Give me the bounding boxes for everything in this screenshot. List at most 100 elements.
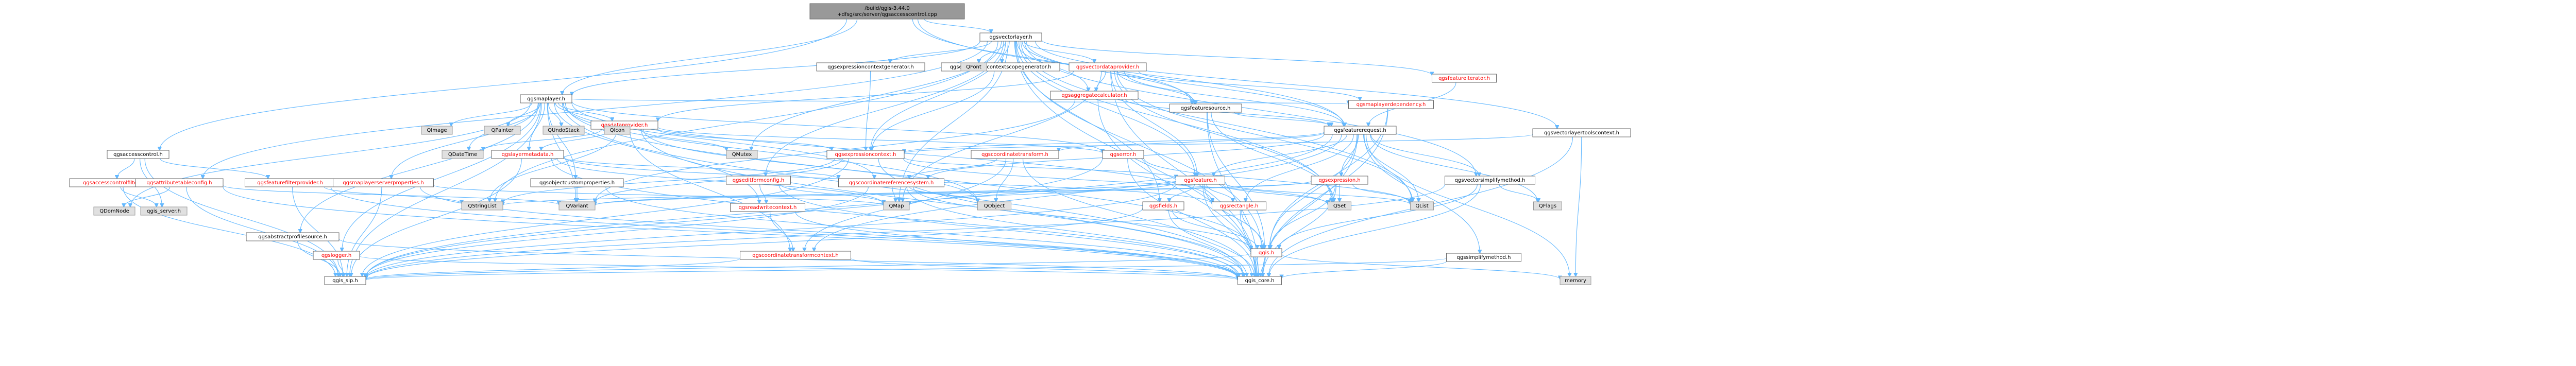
node-box	[1446, 253, 1521, 262]
node-box	[1348, 100, 1434, 109]
edge-qgscoordinatereferencesystem_h-to-QMap	[892, 186, 895, 202]
edge-qgsfeaturerequest_h-to-qgssimplifymethod_h	[1364, 134, 1480, 253]
edge-qgsvectorlayer_h-to-qgsvectorlayertoolscontext_h	[1035, 41, 1557, 129]
node-box	[977, 201, 1011, 211]
edge-qgis_h-to-qgis_core_h	[1261, 256, 1266, 276]
node-qgslayermetadata-h[interactable]: qgslayermetadata.h	[491, 150, 564, 159]
edge-qgsvectorlayer_h-to-qgsfeatureiterator_h	[1041, 40, 1432, 76]
edge-qgssimplifymethod_h-to-qgis_core_h	[1282, 260, 1447, 278]
edge-qgsobjectcustomproperties_h-to-qgis_core_h	[605, 186, 1238, 277]
node-box	[726, 150, 758, 159]
edge-qgsexpressioncontext_h-to-QStringList	[503, 158, 836, 203]
edge-root-to-qgsaccesscontrol_h	[160, 19, 848, 150]
node-qgsaccesscontrol-h[interactable]: qgsaccesscontrol.h	[107, 150, 170, 159]
node-qgscoordinatetransformcontext-h[interactable]: qgscoordinatetransformcontext.h	[740, 251, 851, 260]
edge-qgsfeaturerequest_h-to-qgsexpressioncontext_h	[904, 131, 1325, 152]
node-qgserror-h[interactable]: qgserror.h	[1102, 150, 1144, 159]
node-label: memory	[1565, 278, 1586, 284]
edge-qgsmaplayerserverproperties_h-to-QMap	[433, 184, 884, 205]
edge-qgsfeature_h-to-qgis_sip_h	[366, 183, 1177, 278]
edge-qgsmaplayer_h-to-qgscoordinatereferencesystem_h	[563, 102, 874, 179]
node-QMap: QMap	[883, 201, 910, 211]
node-qgsaggregatecalculator-h[interactable]: qgsaggregatecalculator.h	[1050, 91, 1139, 100]
node-qgsmaplayer-h[interactable]: qgsmaplayer.h	[520, 94, 572, 103]
edge-qgsvectorlayer_h-to-qgsexpressioncontextscopegenerator_h	[1002, 41, 1010, 63]
node-box	[740, 251, 851, 260]
node-qgsvectordataprovider-h[interactable]: qgsvectordataprovider.h	[1069, 62, 1147, 72]
edge-qgsmaplayerserverproperties_h-to-qgis_core_h	[420, 186, 1238, 278]
node-label: qgsmaplayerdependency.h	[1357, 102, 1426, 108]
node-qgsvectorlayertoolscontext-h[interactable]: qgsvectorlayertoolscontext.h	[1532, 128, 1631, 137]
node-box	[1445, 176, 1535, 185]
edge-root-to-qgsvectorlayer_h	[924, 19, 991, 33]
edge-qgserror_h-to-qgis_sip_h	[366, 158, 1103, 277]
node-qgsfields-h[interactable]: qgsfields.h	[1142, 201, 1184, 211]
node-qgscoordinatereferencesystem-h[interactable]: qgscoordinatereferencesystem.h	[838, 178, 944, 187]
node-qgssimplifymethod-h[interactable]: qgssimplifymethod.h	[1446, 253, 1521, 262]
node-label: QMap	[889, 203, 904, 209]
node-box	[1533, 201, 1562, 211]
node-qgsexpressioncontextgenerator-h[interactable]: qgsexpressioncontextgenerator.h	[816, 62, 925, 72]
node-label: QImage	[427, 128, 447, 133]
node-QFlags: QFlags	[1533, 201, 1562, 211]
edge-qgsvectorlayer_h-to-qgsvectordataprovider_h	[1024, 41, 1094, 63]
node-qgsattributetableconfig-h[interactable]: qgsattributetableconfig.h	[135, 178, 224, 187]
node-root[interactable]: /build/qgis-3.44.0+dfsg/src/server/qgsac…	[809, 3, 965, 20]
node-qgsexpression-h[interactable]: qgsexpression.h	[1311, 176, 1368, 185]
edge-qgsrectangle_h-to-qgis_core_h	[1240, 210, 1259, 276]
node-qgis-sip-h[interactable]: qgis_sip.h	[324, 276, 366, 285]
node-box	[1169, 103, 1242, 113]
edge-qgsfields_h-to-qgis_core_h	[1168, 210, 1254, 276]
edge-qgsvectorlayer_h-to-qgsfeaturerequest_h	[1026, 41, 1345, 126]
edge-qgscoordinatereferencesystem_h-to-qgis_core_h	[906, 186, 1244, 276]
node-qgis-h[interactable]: qgis.h	[1250, 248, 1282, 257]
edge-qgsdataprovider_h-to-qgscoordinatetransformcontext_h	[629, 129, 790, 251]
node-qgsfeaturesource-h[interactable]: qgsfeaturesource.h	[1169, 103, 1242, 113]
node-qgsfeatureiterator-h[interactable]: qgsfeatureiterator.h	[1432, 74, 1497, 83]
edge-qgsmaplayer_h-to-qgis_sip_h	[350, 102, 542, 276]
node-box	[93, 206, 135, 216]
edge-qgsvectorlayertoolscontext_h-to-memory	[1575, 136, 1582, 276]
edge-qgsfeaturerequest_h-to-qgis_h	[1269, 134, 1358, 249]
edge-qgsvectorlayertoolscontext_h-to-qgsexpressioncontext_h	[904, 134, 1533, 153]
edge-qgsexpressioncontext_h-to-QSet	[903, 158, 1328, 205]
node-qgsrectangle-h[interactable]: qgsrectangle.h	[1212, 201, 1266, 211]
node-qgsexpressioncontext-h[interactable]: qgsexpressioncontext.h	[826, 150, 905, 159]
node-qgseditformconfig-h[interactable]: qgseditformconfig.h	[726, 176, 791, 185]
node-qgsexpressioncontextscopegenerator-h[interactable]: qgsexpressioncontextscopegenerator.h	[941, 62, 1060, 72]
edge-qgsvectorsimplifymethod_h-to-qgis_core_h	[1269, 184, 1481, 276]
edge-qgsfeature_h-to-qgsfields_h	[1170, 184, 1195, 202]
node-qgsreadwritecontext-h[interactable]: qgsreadwritecontext.h	[730, 203, 805, 212]
node-label: QSet	[1333, 203, 1346, 209]
node-qgscoordinatetransform-h[interactable]: qgscoordinatetransform.h	[971, 150, 1059, 159]
node-qgis-core-h[interactable]: qgis_core.h	[1238, 276, 1282, 285]
edge-qgsvectordataprovider_h-to-QList	[1116, 71, 1413, 202]
node-box	[1102, 150, 1144, 159]
node-qgslogger-h[interactable]: qgslogger.h	[313, 251, 360, 260]
edge-qgsaccesscontrol_h-to-qgsaccesscontrolfilter_h	[117, 158, 135, 179]
node-box	[604, 126, 631, 135]
node-qgsfeature-h[interactable]: qgsfeature.h	[1176, 176, 1225, 185]
node-label: qgsmaplayerserverproperties.h	[343, 180, 423, 186]
edge-qgsvectorlayer_h-to-QStringList	[495, 41, 998, 202]
node-qgsmaplayerserverproperties-h[interactable]: qgsmaplayerserverproperties.h	[333, 178, 434, 187]
node-qgsvectorlayer-h[interactable]: qgsvectorlayer.h	[979, 32, 1042, 42]
node-label: QList	[1415, 203, 1428, 209]
edge-qgsvectorlayer_h-to-qgsfeaturesource_h	[1022, 41, 1194, 104]
edge-qgsmaplayer_h-to-qgis_core_h	[562, 102, 1243, 276]
edge-qgsaggregatecalculator_h-to-qgis_core_h	[1097, 99, 1256, 276]
edge-qgsexpression_h-to-qgis_core_h	[1263, 184, 1337, 276]
edge-qgsdataprovider_h-to-qgsexpressioncontext_h	[657, 129, 832, 150]
node-label: qgslayermetadata.h	[502, 152, 554, 158]
edge-qgsfeaturerequest_h-to-qgsexpression_h	[1341, 134, 1359, 176]
node-box	[558, 201, 596, 211]
edge-qgscoordinatereferencesystem_h-to-qgis_sip_h	[366, 186, 869, 277]
node-qgsobjectcustomproperties-h[interactable]: qgsobjectcustomproperties.h	[530, 178, 624, 187]
node-QImage: QImage	[421, 126, 453, 135]
node-QVariant: QVariant	[558, 201, 596, 211]
node-qgsfeaturefilterprovider-h[interactable]: qgsfeaturefilterprovider.h	[245, 178, 335, 187]
node-qgsabstractprofilesource-h[interactable]: qgsabstractprofilesource.h	[246, 232, 340, 241]
node-qgsfeaturerequest-h[interactable]: qgsfeaturerequest.h	[1324, 126, 1397, 135]
node-qgsvectorsimplifymethod-h[interactable]: qgsvectorsimplifymethod.h	[1445, 176, 1535, 185]
node-qgsmaplayerdependency-h[interactable]: qgsmaplayerdependency.h	[1348, 100, 1434, 109]
